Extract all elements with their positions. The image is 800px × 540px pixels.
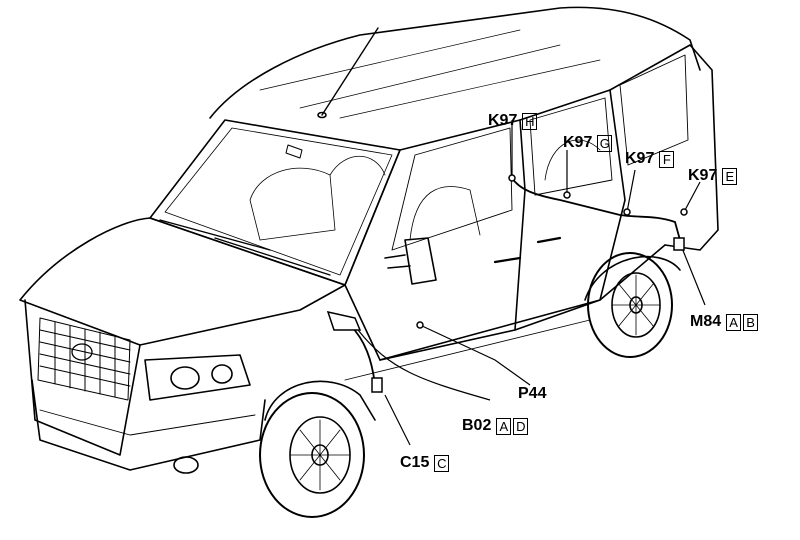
grille	[37, 317, 131, 401]
label-code: K97	[488, 112, 518, 129]
antenna-base	[317, 111, 327, 119]
label-p44: P44	[518, 385, 549, 403]
label-letter-box: F	[659, 150, 675, 168]
label-k97-f: K97 F	[625, 150, 675, 168]
rear-seat	[544, 139, 601, 181]
badge	[71, 343, 93, 361]
connectors	[326, 174, 688, 393]
side-mirror	[404, 237, 437, 285]
label-letter-box: A	[726, 313, 742, 331]
rear-wheel	[587, 252, 673, 358]
label-letter-box: H	[522, 112, 538, 130]
label-letter-box: D	[513, 417, 529, 435]
sliding-door	[514, 89, 626, 331]
label-c15: C15 C	[400, 454, 450, 472]
interior-mirror	[285, 144, 303, 159]
label-code: B02	[462, 417, 492, 434]
front-wheel	[259, 392, 365, 518]
label-k97-h: K97 H	[488, 112, 538, 130]
label-k97-e: K97 E	[688, 167, 738, 185]
label-code: M84	[690, 313, 722, 330]
label-code: K97	[563, 134, 593, 151]
bonnet	[19, 217, 346, 346]
front-door	[344, 119, 526, 361]
label-letter-box: A	[496, 417, 512, 435]
rear-window	[529, 97, 613, 196]
antenna	[321, 27, 379, 116]
wipers	[159, 219, 331, 276]
door-handle-rear	[536, 236, 562, 244]
front-wheel-arch	[264, 380, 376, 421]
headlamp	[144, 354, 251, 401]
label-letter-box: G	[597, 134, 613, 152]
fog-lamp	[173, 456, 199, 474]
front-door-window	[391, 127, 513, 251]
roof-outline	[209, 6, 701, 119]
rear-quarter	[609, 44, 719, 251]
rear-wheel-arch	[584, 255, 681, 301]
label-code: K97	[688, 167, 718, 184]
label-code: C15	[400, 454, 430, 471]
label-k97-g: K97 G	[563, 134, 613, 152]
rear-quarter-window	[619, 54, 689, 166]
door-handle-front	[493, 256, 522, 264]
label-b02: B02 A D	[462, 417, 529, 435]
label-letter-box: C	[434, 454, 450, 472]
label-code: K97	[625, 150, 655, 167]
label-m84: M84 A B	[690, 313, 759, 331]
front-bumper	[31, 379, 266, 471]
label-letter-box: B	[743, 313, 759, 331]
label-letter-box: E	[722, 167, 738, 185]
front-seats	[249, 155, 386, 241]
label-code: P44	[518, 385, 547, 402]
front-seat-in-window	[409, 186, 481, 241]
roof-rack-lines	[259, 29, 601, 119]
